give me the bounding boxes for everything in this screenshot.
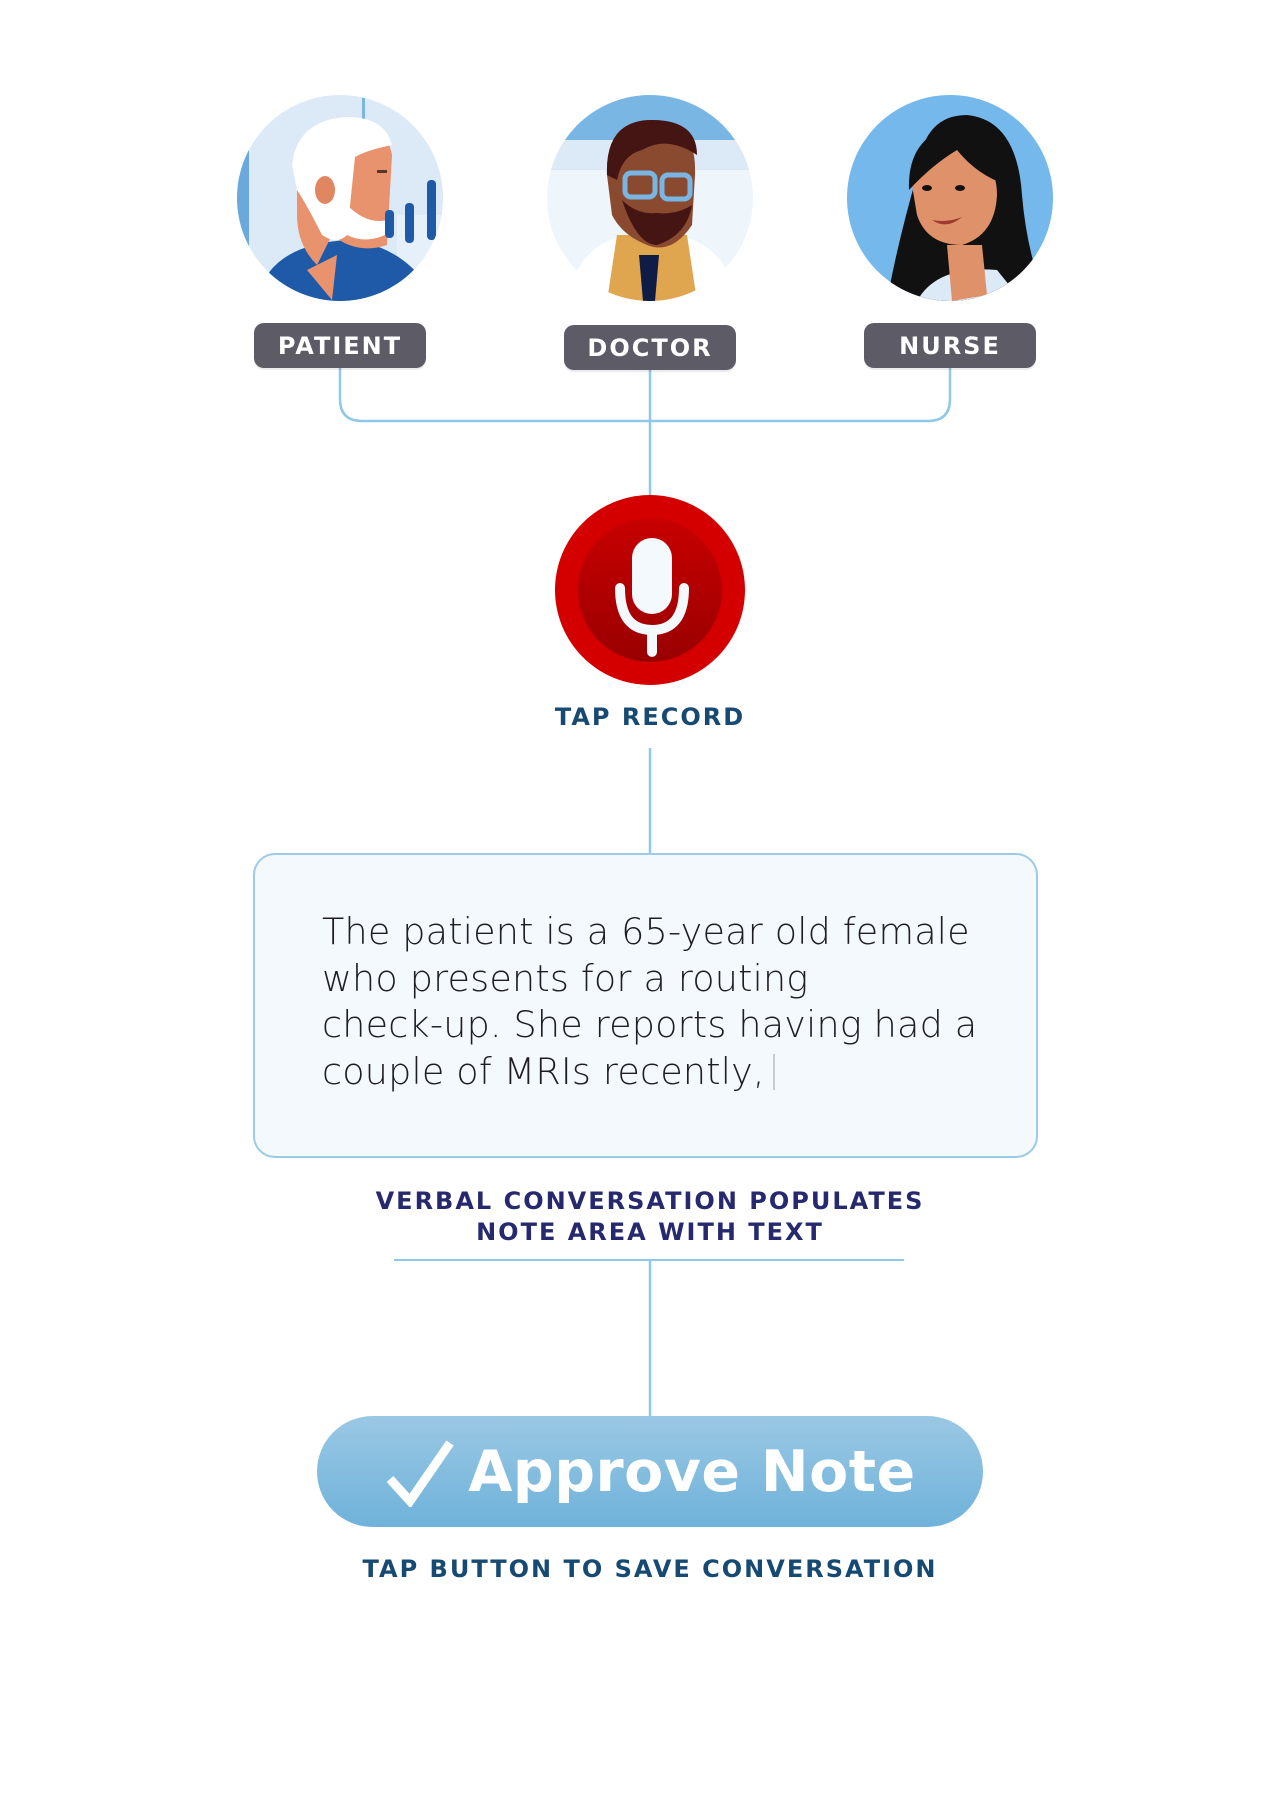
checkmark-icon (386, 1439, 454, 1507)
role-label-nurse: NURSE (864, 323, 1036, 368)
record-button[interactable] (555, 495, 745, 685)
approve-caption: TAP BUTTON TO SAVE CONVERSATION (362, 1555, 938, 1583)
note-area[interactable]: The patient is a 65-year old female who … (253, 853, 1038, 1158)
approve-note-label: Approve Note (468, 1438, 916, 1505)
connector-patient (338, 368, 650, 423)
connector-nurse (650, 368, 952, 423)
note-caption-line1: VERBAL CONVERSATION POPULATES (375, 1187, 925, 1215)
record-caption: TAP RECORD (554, 703, 746, 731)
microphone-icon (615, 538, 689, 657)
doctor-avatar (547, 95, 753, 301)
approve-note-button[interactable]: Approve Note (317, 1416, 983, 1527)
nurse-avatar (847, 95, 1053, 301)
note-line: check-up. She reports having had a (322, 1003, 978, 1046)
text-caret (772, 1053, 775, 1090)
patient-avatar (237, 95, 443, 301)
note-line: who presents for a routing (322, 956, 809, 1000)
note-caption-line2: NOTE AREA WITH TEXT (476, 1218, 824, 1246)
role-label-patient: PATIENT (254, 323, 426, 368)
note-text[interactable]: The patient is a 65-year old female who … (322, 909, 1022, 1095)
note-line: The patient is a 65-year old female (322, 910, 970, 953)
record-button-inner (578, 518, 722, 662)
note-line-last: couple of MRIs recently, (322, 1049, 1022, 1096)
role-label-doctor: DOCTOR (564, 325, 736, 370)
note-line: couple of MRIs recently, (322, 1049, 765, 1093)
note-caption: VERBAL CONVERSATION POPULATES NOTE AREA … (0, 1186, 1286, 1248)
